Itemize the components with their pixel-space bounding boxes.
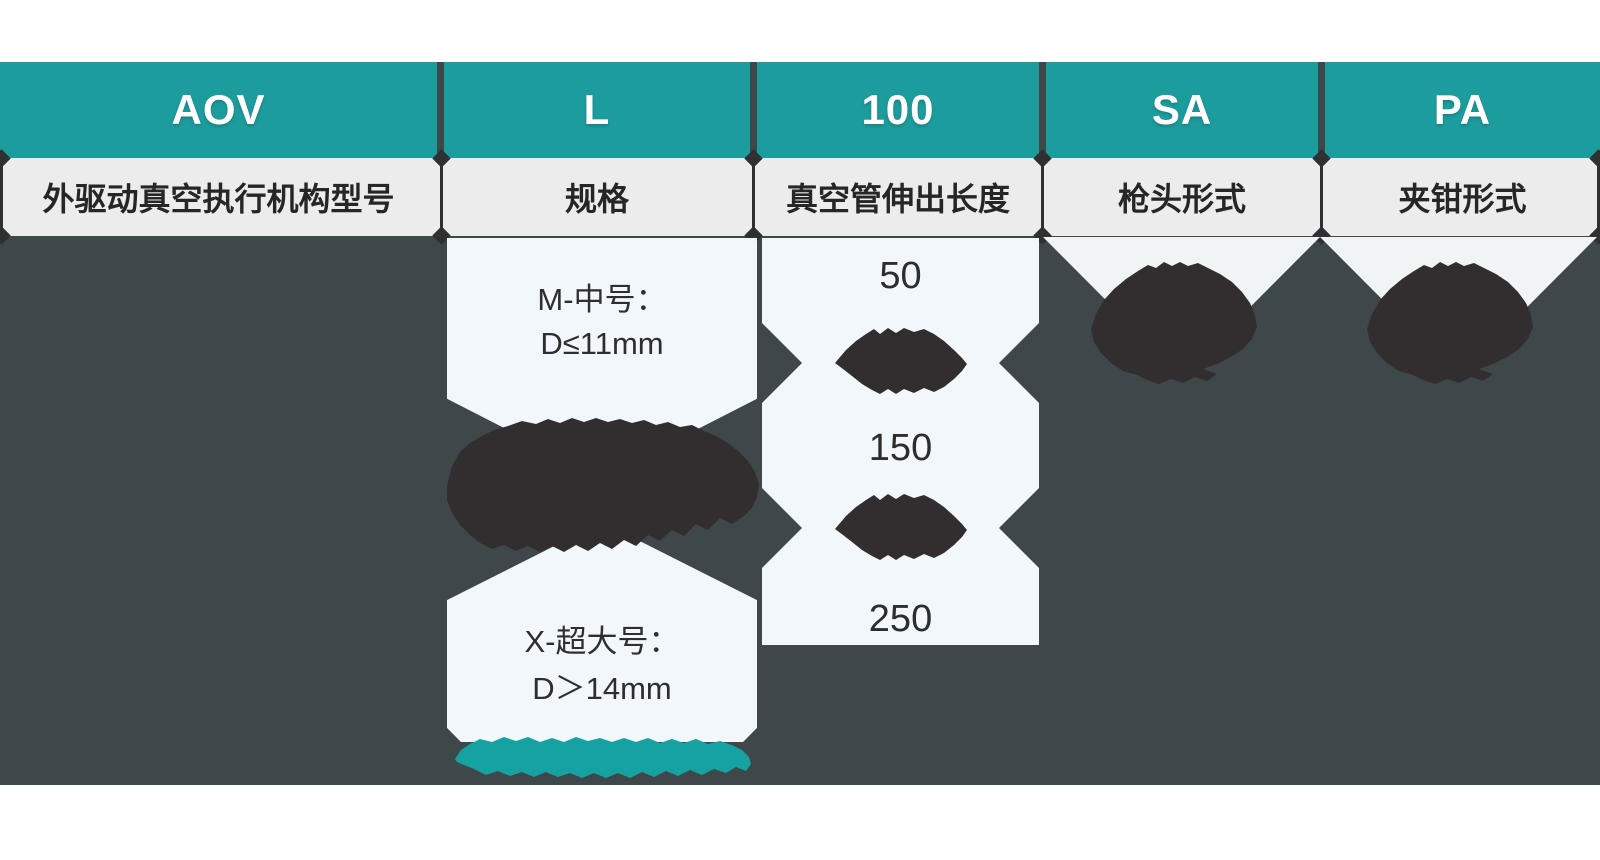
header-code-pa: PA [1325, 62, 1600, 158]
spec-option-medium-line1: M-中号： [537, 282, 667, 317]
spec-option-medium-line2: D≤11mm [540, 326, 664, 361]
length-value-50: 50 [879, 254, 922, 297]
label-aov: 外驱动真空执行机构型号 [42, 181, 395, 217]
label-separator [1320, 161, 1323, 233]
label-spec: 规格 [564, 181, 629, 217]
header-code-sa: SA [1046, 62, 1318, 158]
length-value-150: 150 [868, 426, 933, 469]
label-separator [0, 161, 3, 233]
top-margin-band [0, 0, 1600, 62]
length-value-250: 250 [868, 597, 933, 640]
spec-option-xlarge-line2: D＞14mm [532, 671, 672, 706]
label-band [0, 158, 1600, 236]
header-code-aov: AOV [0, 62, 437, 158]
label-sa: 枪头形式 [1117, 181, 1246, 217]
length-options-box [762, 238, 1039, 645]
label-separator [752, 161, 755, 233]
label-separator [440, 161, 443, 233]
spec-option-xlarge-line1: X-超大号： [524, 624, 680, 659]
label-separator [1597, 161, 1600, 233]
label-pa: 夹钳形式 [1398, 181, 1527, 217]
bottom-margin-band [0, 785, 1600, 860]
header-code-spec: L [444, 62, 750, 158]
label-separator [1041, 161, 1044, 233]
header-code-length: 100 [757, 62, 1039, 158]
label-length: 真空管伸出长度 [785, 181, 1010, 217]
